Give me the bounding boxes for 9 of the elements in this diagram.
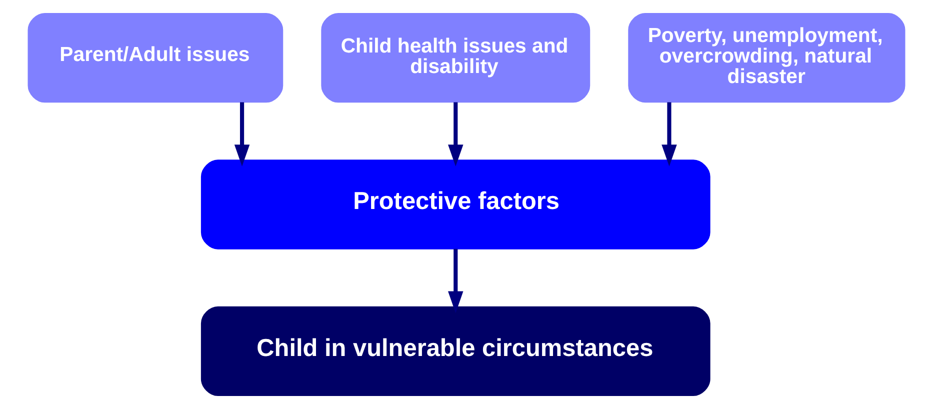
node-box: Poverty, unemployment, overcrowding, natural disaster <box>628 12 906 103</box>
arrow <box>448 248 464 314</box>
node-box: Child in vulnerable circumstances <box>200 306 710 396</box>
arrow <box>448 102 464 166</box>
arrow <box>662 102 677 166</box>
node-box: Parent/Adult issues <box>28 12 284 103</box>
node-box: Protective factors <box>200 160 710 250</box>
node-box: Child health issues and disability <box>321 12 590 103</box>
arrow <box>234 102 250 166</box>
